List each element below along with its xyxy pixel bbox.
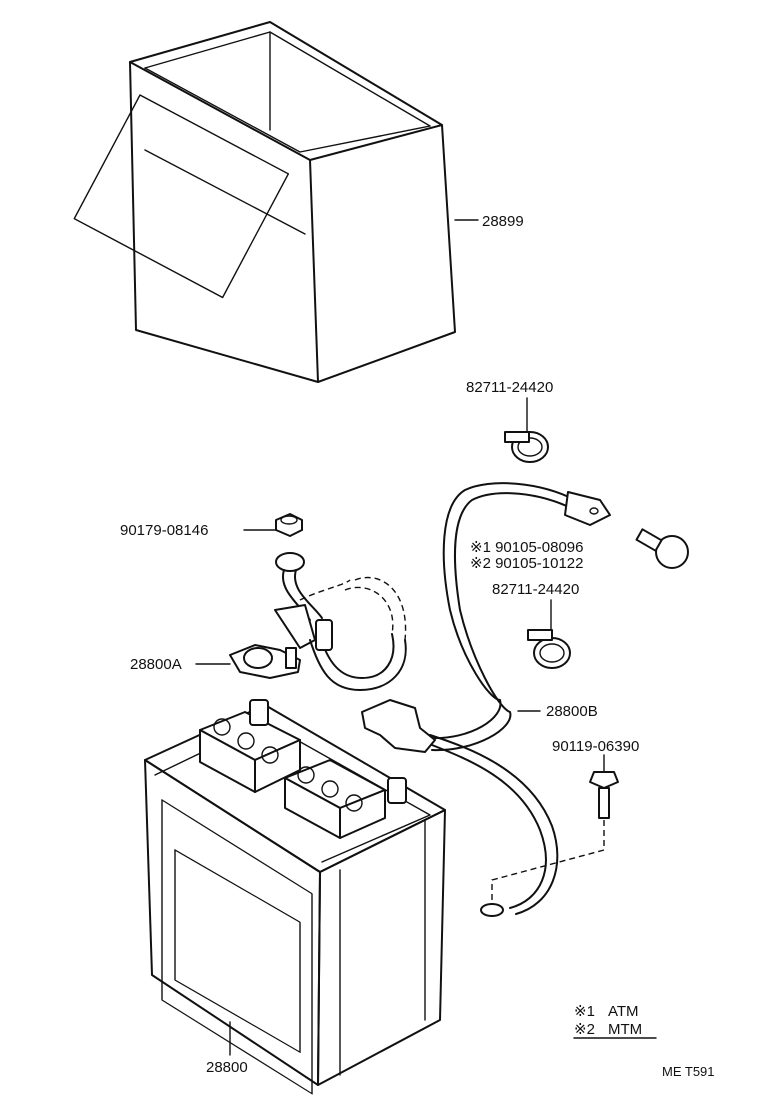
legend-text-1: ATM (608, 1003, 639, 1020)
label-battery: 28800 (206, 1059, 248, 1076)
label-ground-bolt: 90119-06390 (552, 738, 639, 755)
label-clamp-lower: 82711-24420 (492, 581, 579, 598)
legend-mark-1: ※1 (574, 1003, 595, 1020)
clamp-lower (527, 599, 571, 669)
figure-code: ME T591 (662, 1064, 715, 1079)
label-tray: 28899 (482, 213, 524, 230)
ground-bolt (491, 754, 619, 905)
battery (144, 699, 446, 1095)
nut (243, 513, 303, 537)
label-nut: 90179-08146 (120, 522, 208, 539)
cable-28800b (361, 482, 611, 917)
legend: ※1 ATM ※2 MTM (573, 1003, 657, 1039)
label-bolt-1: ※1 90105-08096 (470, 539, 584, 556)
bolt-right (635, 528, 689, 569)
label-terminal: 28800A (130, 656, 182, 673)
legend-mark-2: ※2 (574, 1021, 595, 1038)
terminal-28800a (195, 644, 301, 679)
terminal-cable (274, 552, 407, 691)
legend-text-2: MTM (608, 1021, 642, 1038)
label-bolt-2: ※2 90105-10122 (470, 555, 584, 572)
label-clamp-upper: 82711-24420 (466, 379, 553, 396)
clamp-upper (504, 397, 549, 463)
battery-tray (73, 21, 479, 383)
label-cable: 28800B (546, 703, 598, 720)
